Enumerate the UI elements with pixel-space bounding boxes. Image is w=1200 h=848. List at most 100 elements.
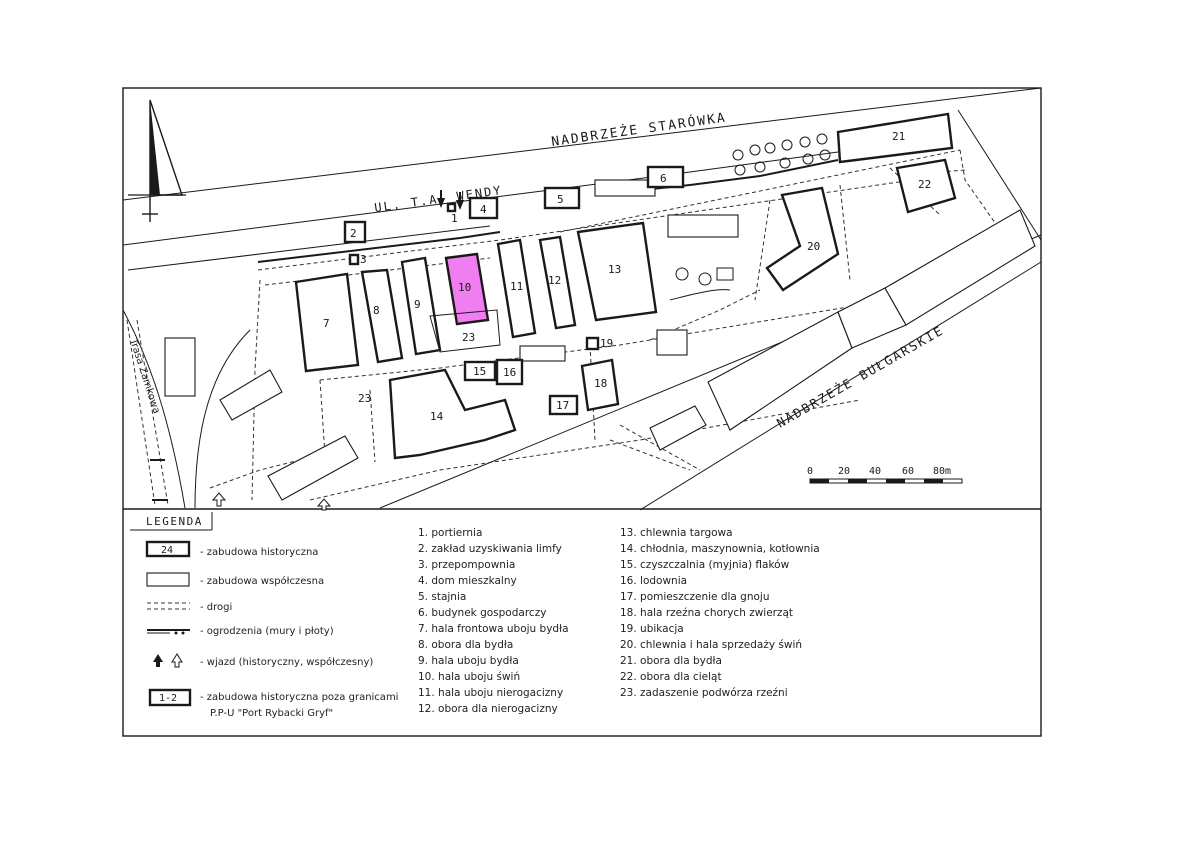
legend-symbol-label: - zabudowa historyczna poza granicami	[200, 692, 398, 703]
building-3	[348, 253, 360, 266]
building-18	[580, 358, 620, 412]
legend-list-item: 12. obora dla nierogacizny	[418, 703, 558, 715]
legend-list-item: 21. obora dla bydła	[620, 655, 722, 667]
building-21	[836, 112, 954, 164]
north-arrow-icon	[128, 99, 186, 222]
building-label: 11	[510, 280, 523, 293]
legend-symbol-label-2: P.P-U "Port Rybacki Gryf"	[210, 708, 333, 719]
building-5	[543, 186, 581, 210]
legend-list-item: 18. hala rzeźna chorych zwierząt	[620, 607, 793, 619]
building-15	[463, 360, 497, 382]
building-label: 6	[660, 172, 667, 185]
building-13	[576, 221, 658, 322]
legend: LEGENDA 24 - zabudowa historyczna - zabu…	[130, 512, 820, 719]
building-2	[343, 220, 367, 244]
legend-list-item: 3. przepompownia	[418, 559, 515, 571]
building-label: 1	[451, 212, 458, 225]
building-label: 16	[503, 366, 516, 379]
building-label: 18	[594, 377, 607, 390]
scale-tick: 60	[902, 466, 914, 477]
building-label: 21	[892, 130, 905, 143]
legend-symbol-label: - wjazd (historyczny, współczesny)	[200, 656, 373, 668]
building-label: 13	[608, 263, 621, 276]
building-label: 23	[462, 331, 475, 344]
legend-symbol-label: - zabudowa historyczna	[200, 547, 318, 558]
scale-tick: 0	[807, 466, 813, 477]
legend-list-item: 1. portiernia	[418, 527, 482, 539]
legend-list-item: 9. hala uboju bydła	[418, 655, 519, 667]
building-9	[400, 256, 442, 356]
legend-title: LEGENDA	[146, 515, 203, 528]
legend-list-item: 5. stajnia	[418, 591, 466, 603]
legend-symbol-label: - zabudowa współczesna	[200, 575, 324, 587]
building-19	[585, 336, 600, 351]
legend-list-item: 16. lodownia	[620, 575, 687, 587]
scale-tick: 20	[838, 466, 850, 477]
contemporary-buildings	[164, 179, 1036, 501]
legend-outside-symbol	[148, 688, 192, 707]
legend-symbol-label: - drogi	[200, 602, 232, 613]
building-label: 19	[600, 337, 613, 350]
building-14	[388, 368, 517, 460]
building-12	[538, 235, 577, 330]
building-6	[646, 165, 685, 189]
legend-list-item: 22. obora dla cieląt	[620, 671, 722, 683]
building-label: 2	[350, 227, 357, 240]
street-lines	[122, 87, 1042, 511]
building-7	[294, 272, 360, 373]
scale-tick: 80m	[933, 466, 951, 477]
legend-list-col1: 1. portiernia 2. zakład uzyskiwania limf…	[418, 527, 569, 715]
legend-symbol-label: - ogrodzenia (mury i płoty)	[200, 626, 334, 637]
building-16	[495, 358, 524, 386]
legend-list-item: 15. czyszczalnia (myjnia) flaków	[620, 559, 790, 571]
legend-list-item: 6. budynek gospodarczy	[418, 607, 546, 619]
legend-list-item: 8. obora dla bydła	[418, 639, 513, 651]
building-label: 14	[430, 410, 444, 423]
scale-bar: 0 20 40 60 80m	[807, 466, 963, 484]
legend-list-item: 19. ubikacja	[620, 623, 684, 635]
legend-list-item: 2. zakład uzyskiwania limfy	[418, 543, 562, 555]
building-label: 4	[480, 203, 487, 216]
legend-list-col2: 13. chlewnia targowa 14. chłodnia, maszy…	[620, 527, 820, 699]
building-label: 8	[373, 304, 380, 317]
building-label: 5	[557, 193, 564, 206]
legend-symbol-text: 1-2	[159, 693, 177, 704]
building-17	[548, 394, 579, 416]
building-label: 17	[556, 399, 569, 412]
entrance-icons	[211, 190, 464, 511]
building-label: 12	[548, 274, 561, 287]
legend-historic-symbol	[145, 540, 191, 558]
building-label: 9	[414, 298, 421, 311]
legend-list-item: 17. pomieszczenie dla gnoju	[620, 591, 770, 603]
legend-list-item: 7. hala frontowa uboju bydła	[418, 623, 569, 635]
legend-list-item: 14. chłodnia, maszynownia, kotłownia	[620, 543, 820, 555]
building-11	[496, 238, 537, 339]
building-number-labels: 1 2 3 4 5 6 7 8 9 10 11 12 13 14 15 16 1…	[323, 130, 931, 423]
building-label: 23	[358, 392, 371, 405]
legend-list-item: 20. chlewnia i hala sprzedaży świń	[620, 639, 802, 651]
building-label: 10	[458, 281, 471, 294]
legend-list-item: 11. hala uboju nierogacizny	[418, 687, 563, 699]
legend-list-item: 10. hala uboju świń	[418, 671, 520, 683]
historic-entrance-icon	[153, 654, 163, 667]
street-label-trasa-zamkowa: Trasa Zamkowa	[127, 337, 162, 416]
contemporary-entrance-icon	[171, 653, 183, 668]
building-label: 3	[360, 253, 367, 266]
scale-tick: 40	[869, 466, 881, 477]
legend-list-item: 13. chlewnia targowa	[620, 527, 733, 539]
building-label: 20	[807, 240, 820, 253]
building-label: 22	[918, 178, 931, 191]
building-8	[360, 268, 404, 364]
tree-cluster	[669, 133, 831, 301]
legend-list-item: 23. zadaszenie podwórza rzeźni	[620, 687, 788, 699]
building-23-roof	[429, 309, 501, 353]
building-label: 7	[323, 317, 330, 330]
legend-list-item: 4. dom mieszkalny	[418, 575, 517, 587]
building-4	[468, 196, 499, 220]
historic-buildings	[294, 112, 957, 460]
trasa-zamkowa-lines	[126, 319, 169, 506]
legend-contemporary-symbol	[146, 572, 190, 587]
building-20	[765, 186, 840, 292]
building-22	[895, 158, 957, 214]
